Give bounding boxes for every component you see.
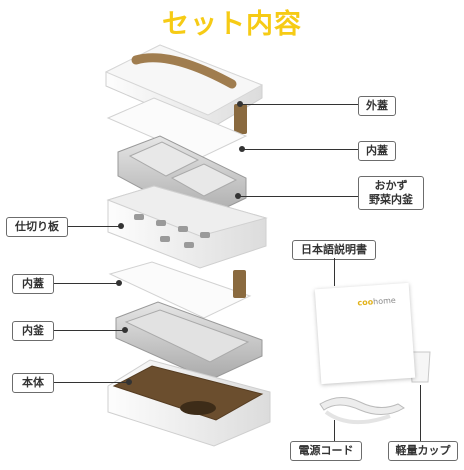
label-inner-pot: 内釜 bbox=[12, 321, 54, 341]
main-body-part bbox=[107, 359, 271, 447]
label-inner-lid-top: 内蓋 bbox=[358, 141, 396, 161]
label-manual: 日本語説明書 bbox=[292, 240, 376, 260]
leader-dot bbox=[239, 146, 245, 152]
leader-dot bbox=[237, 101, 243, 107]
label-vegetable-pot-line1: おかず bbox=[374, 179, 408, 192]
inner-pot-part bbox=[115, 301, 263, 381]
label-inner-lid-bottom: 内蓋 bbox=[12, 274, 54, 294]
manual-brand-logo: coohome bbox=[357, 295, 397, 308]
label-outer-lid: 外蓋 bbox=[358, 96, 396, 116]
leader-line bbox=[54, 382, 128, 383]
leader-line bbox=[54, 330, 124, 331]
leader-dot bbox=[235, 193, 241, 199]
leader-dot bbox=[116, 280, 122, 286]
label-power-cord: 電源コード bbox=[290, 441, 362, 461]
label-measuring-cup: 軽量カップ bbox=[388, 441, 458, 461]
leader-line bbox=[238, 196, 358, 197]
label-vegetable-pot-line2: 野菜内釜 bbox=[369, 192, 413, 206]
leader-line bbox=[54, 283, 118, 284]
leader-dot bbox=[126, 379, 132, 385]
power-cord-part bbox=[319, 397, 405, 425]
label-divider: 仕切り板 bbox=[6, 217, 68, 237]
outer-lid-part bbox=[104, 44, 264, 134]
leader-line bbox=[420, 385, 421, 441]
inner-lid-bottom-part bbox=[108, 261, 252, 319]
leader-line bbox=[240, 104, 358, 105]
divider-part bbox=[106, 185, 268, 269]
leader-line bbox=[242, 149, 358, 150]
page-title: セット内容 bbox=[162, 9, 302, 40]
leader-line bbox=[334, 420, 335, 441]
leader-line bbox=[68, 226, 120, 227]
manual-booklet: coohome bbox=[314, 282, 416, 385]
label-body: 本体 bbox=[12, 373, 54, 393]
leader-line bbox=[334, 258, 336, 286]
vegetable-pot-part bbox=[117, 135, 247, 221]
leader-dot bbox=[118, 223, 124, 229]
leader-dot bbox=[122, 327, 128, 333]
label-vegetable-pot: おかず 野菜内釜 bbox=[358, 176, 424, 210]
